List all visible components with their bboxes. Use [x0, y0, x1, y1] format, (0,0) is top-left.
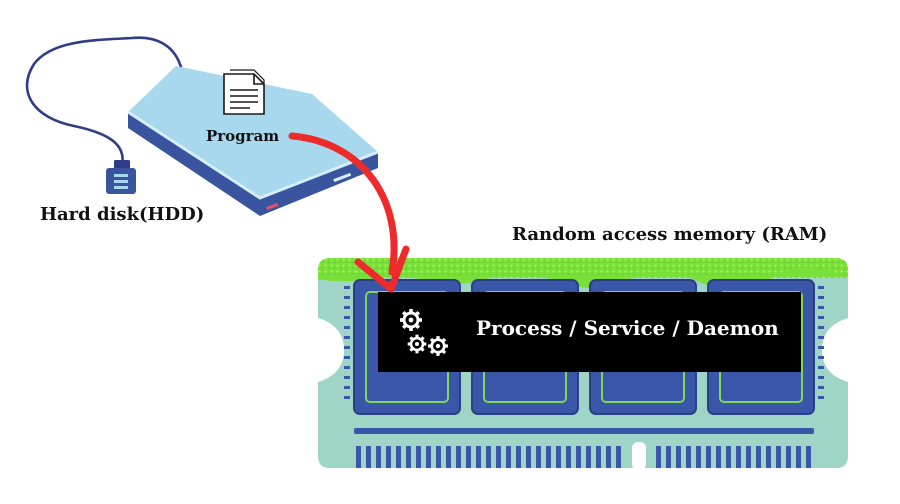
connector-pin [426, 446, 431, 468]
connector-pin [486, 446, 491, 468]
connector-pin [506, 446, 511, 468]
connector-pin [416, 446, 421, 468]
usb-plug-icon [106, 160, 136, 194]
load-arrow [288, 132, 410, 293]
connector-pin [686, 446, 691, 468]
connector-pin [616, 446, 621, 468]
process-band [378, 292, 801, 372]
connector-pin [526, 446, 531, 468]
hdd-label: Hard disk(HDD) [40, 204, 205, 225]
connector-pin [466, 446, 471, 468]
connector-pin [576, 446, 581, 468]
connector-pin [376, 446, 381, 468]
connector-pin [796, 446, 801, 468]
connector-pin [756, 446, 761, 468]
usb-cable-icon [25, 36, 185, 168]
connector-pin [456, 446, 461, 468]
connector-pin [536, 446, 541, 468]
process-label: Process / Service / Daemon [476, 316, 779, 340]
connector-pin [666, 446, 671, 468]
document-icon [223, 69, 265, 115]
connector-pin [406, 446, 411, 468]
connector-pin [566, 446, 571, 468]
connector-pin [556, 446, 561, 468]
connector-pin [586, 446, 591, 468]
connector-pin [386, 446, 391, 468]
connector-pin [356, 446, 361, 468]
connector-pin [766, 446, 771, 468]
ram-label: Random access memory (RAM) [512, 224, 828, 245]
connector-pin [806, 446, 811, 468]
connector-pin [496, 446, 501, 468]
connector-pin [676, 446, 681, 468]
connector-pin [736, 446, 741, 468]
connector-pin [786, 446, 791, 468]
connector-pin [366, 446, 371, 468]
connector-pin [776, 446, 781, 468]
connector-pin [746, 446, 751, 468]
connector-pin [476, 446, 481, 468]
connector-pin [546, 446, 551, 468]
connector-pin [716, 446, 721, 468]
connector-pin [606, 446, 611, 468]
connector-pin [706, 446, 711, 468]
program-label: Program [206, 127, 280, 145]
connector-pin [446, 446, 451, 468]
connector-pin [436, 446, 441, 468]
connector-pin [696, 446, 701, 468]
connector-pin [596, 446, 601, 468]
hard-disk-drive [127, 66, 379, 216]
connector-pin [396, 446, 401, 468]
connector-pin [726, 446, 731, 468]
ram-connector-pins [356, 446, 811, 468]
connector-pin [516, 446, 521, 468]
connector-pin [656, 446, 661, 468]
